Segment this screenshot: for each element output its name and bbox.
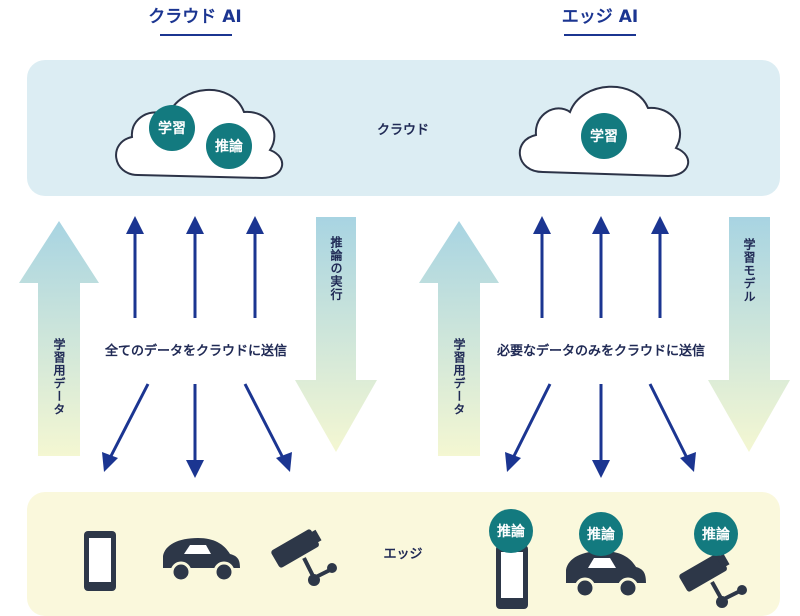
cloud-ai-title: クラウド AI <box>148 7 241 27</box>
badge-inference-left <box>206 123 252 169</box>
left-upload-arrows <box>126 216 264 318</box>
right-up-data-arrow <box>419 221 499 456</box>
badge-inference-device-3-text: 推論 <box>702 526 731 543</box>
right-center-label: 必要なデータのみをクラウドに送信 <box>496 343 705 359</box>
smartphone-icon <box>84 531 116 591</box>
cloud-ai-title-underline <box>160 34 232 36</box>
badge-inference-left-text: 推論 <box>215 138 244 155</box>
badge-inference-device-1-text: 推論 <box>497 523 526 540</box>
left-up-arrow-label: 学習用データ <box>52 337 66 416</box>
edge-ai-title-underline <box>564 34 636 36</box>
badge-learning-right-text: 学習 <box>590 128 618 145</box>
left-up-data-arrow <box>19 221 99 456</box>
edge-ai-cloud-icon: 学習 <box>519 85 690 178</box>
badge-inference-device-2 <box>579 512 623 556</box>
left-down-arrow-label: 推論の実行 <box>329 235 343 301</box>
cloud-layer-label: クラウド <box>377 123 429 138</box>
badge-inference-device-1 <box>489 509 533 553</box>
edge-security-camera-icon <box>679 553 747 608</box>
badge-inference-device-2-text: 推論 <box>587 526 616 543</box>
edge-ai-title: エッジ AI <box>562 7 638 27</box>
right-down-arrow-label: 学習モデル <box>742 237 756 303</box>
edge-car-icon <box>566 551 646 599</box>
right-up-arrow-label: 学習用データ <box>452 337 466 416</box>
badge-learning-right <box>581 113 627 159</box>
right-down-model-arrow <box>708 217 790 452</box>
edge-layer-label: エッジ <box>383 547 422 562</box>
left-center-label: 全てのデータをクラウドに送信 <box>104 343 287 359</box>
badge-inference-device-3 <box>694 512 738 556</box>
right-upload-arrows <box>533 216 669 318</box>
badge-learning-left <box>149 105 195 151</box>
right-distribute-arrows <box>505 383 696 478</box>
left-down-inference-arrow <box>295 217 377 452</box>
security-camera-icon <box>271 529 337 586</box>
cloud-ai-cloud-icon: 学習 推論 <box>115 88 284 180</box>
left-distribute-arrows <box>102 383 292 478</box>
badge-learning-left-text: 学習 <box>158 120 186 137</box>
edge-smartphone-icon <box>496 545 528 609</box>
car-icon <box>163 538 240 583</box>
